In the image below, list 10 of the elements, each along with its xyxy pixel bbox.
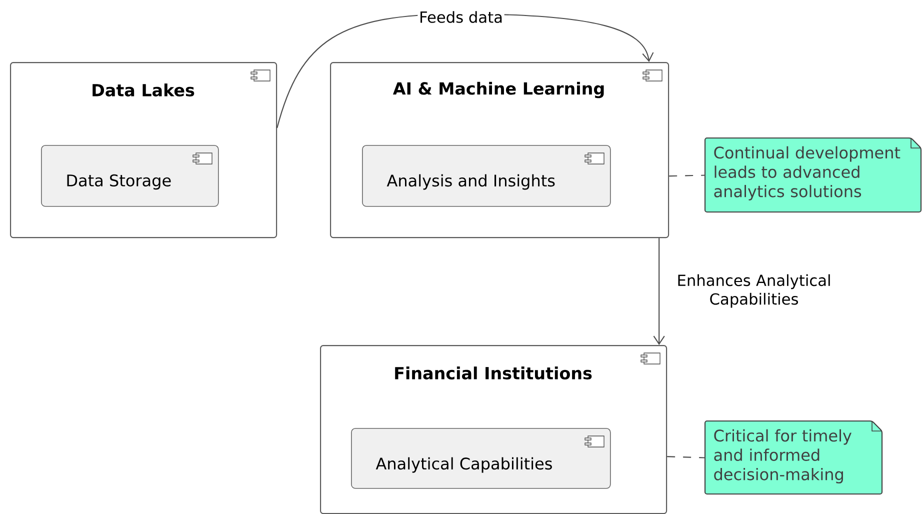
dashed-connector <box>667 456 706 458</box>
edge-label: Feeds data <box>418 10 504 24</box>
component: Analytical Capabilities <box>351 428 611 489</box>
note: Continual development leads to advanced analytics solutions <box>704 137 922 213</box>
arrow <box>653 238 665 345</box>
component: Analysis and Insights <box>362 145 611 207</box>
dashed-connector <box>669 174 706 177</box>
edge-label: Enhances Analytical Capabilities <box>665 272 843 310</box>
note: Critical for timely and informed decision-making <box>704 420 883 495</box>
component: Data Storage <box>41 145 219 207</box>
